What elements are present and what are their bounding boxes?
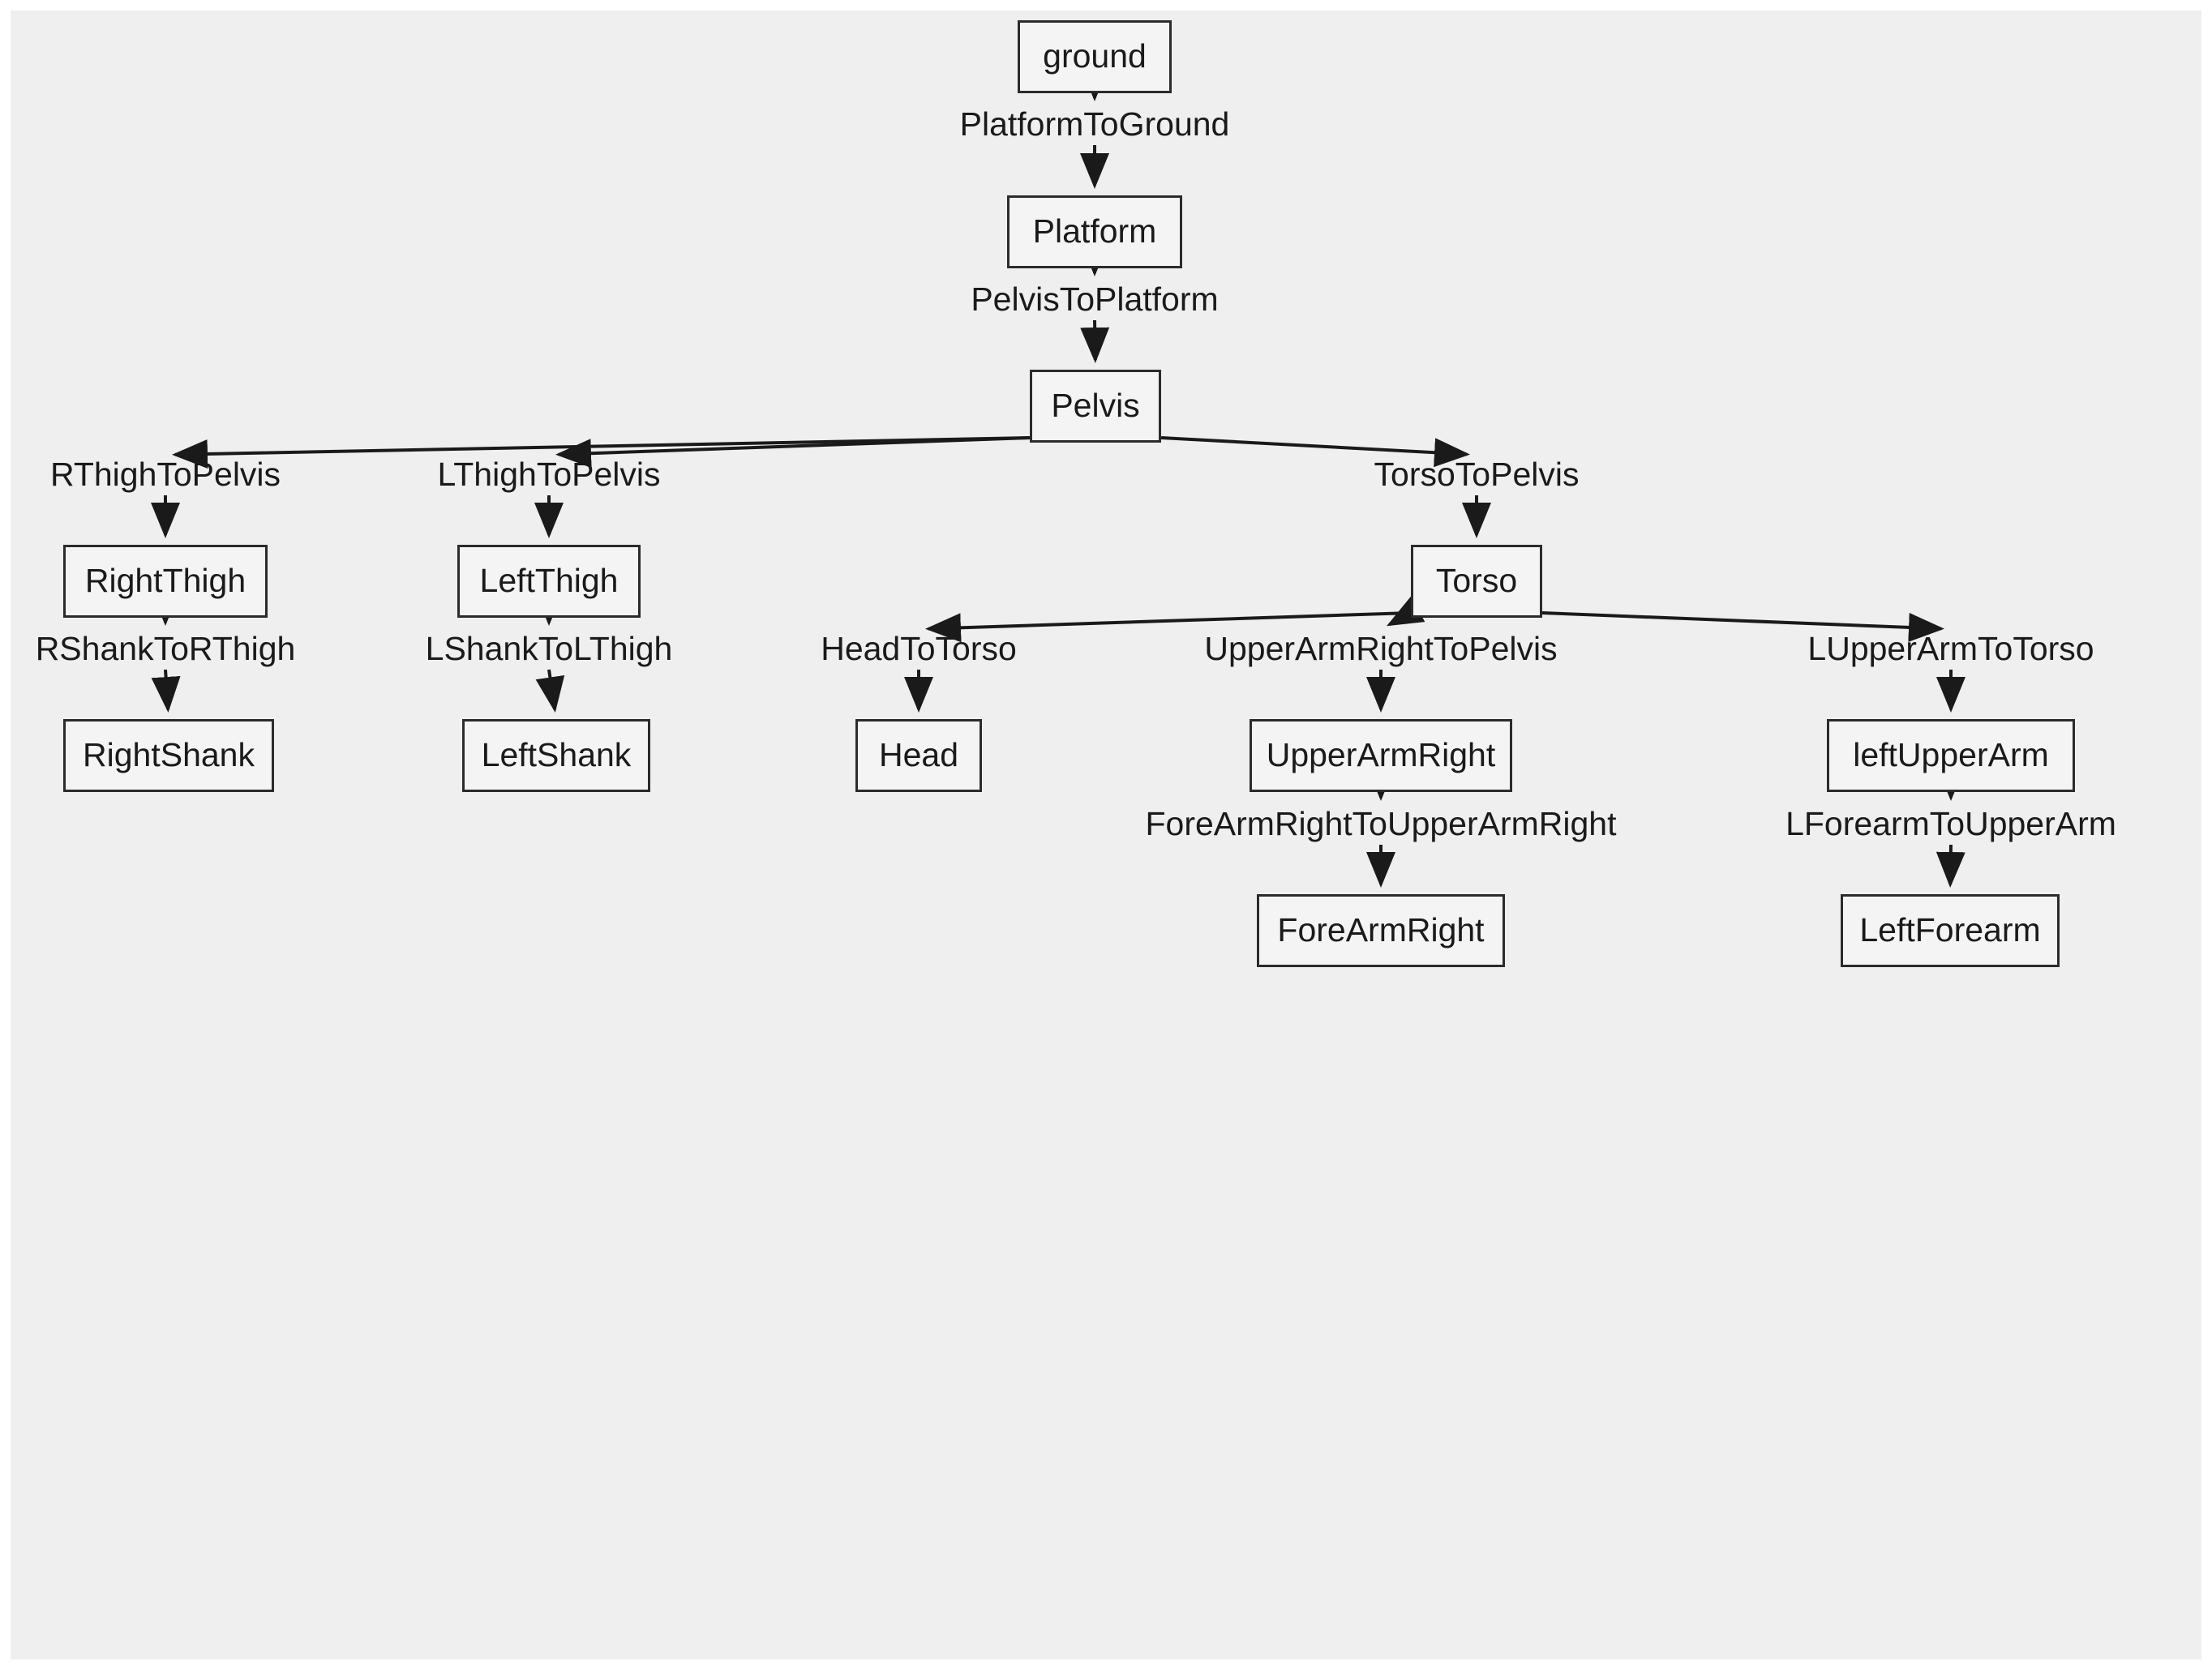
node-label: Torso <box>1435 561 1518 599</box>
node-label: Pelvis <box>1051 386 1140 424</box>
node-label: RightShank <box>83 735 255 773</box>
edge-label-LUpperArmToTorso: LUpperArmToTorso <box>1807 630 2094 667</box>
node-Platform[interactable]: Platform <box>1007 195 1182 268</box>
edge-label-PelvisToPlatform: PelvisToPlatform <box>971 280 1219 318</box>
edge-label-LForearmToUpperArm: LForearmToUpperArm <box>1785 805 2116 842</box>
edge-label-LThighToPelvis: LThighToPelvis <box>437 456 661 493</box>
edge-label-ForeArmRightToUpperArmRight: ForeArmRightToUpperArmRight <box>1145 805 1617 842</box>
edge-label-UpperArmRightToPelvis: UpperArmRightToPelvis <box>1204 630 1558 667</box>
node-label: ground <box>1043 36 1147 75</box>
node-RightShank[interactable]: RightShank <box>63 719 274 792</box>
node-label: RightThigh <box>84 561 246 599</box>
node-LeftThigh[interactable]: LeftThigh <box>457 545 641 618</box>
node-label: Platform <box>1032 212 1157 250</box>
diagram-canvas <box>11 11 2201 1659</box>
edge-label-RShankToRThigh: RShankToRThigh <box>35 630 296 667</box>
node-label: ForeArmRight <box>1277 910 1485 948</box>
node-Head[interactable]: Head <box>855 719 982 792</box>
edge-label-RThighToPelvis: RThighToPelvis <box>49 456 281 493</box>
node-LeftForearm[interactable]: LeftForearm <box>1841 894 2060 967</box>
node-Torso[interactable]: Torso <box>1411 545 1542 618</box>
node-ForeArmRight[interactable]: ForeArmRight <box>1257 894 1505 967</box>
node-label: LeftForearm <box>1859 910 2041 948</box>
node-label: UpperArmRight <box>1266 735 1496 773</box>
edge-label-LShankToLThigh: LShankToLThigh <box>425 630 673 667</box>
node-Pelvis[interactable]: Pelvis <box>1030 370 1161 443</box>
node-leftUpperArm[interactable]: leftUpperArm <box>1827 719 2075 792</box>
node-RightThigh[interactable]: RightThigh <box>63 545 268 618</box>
edge-label-HeadToTorso: HeadToTorso <box>821 630 1017 667</box>
node-label: LeftThigh <box>479 561 619 599</box>
node-LeftShank[interactable]: LeftShank <box>462 719 650 792</box>
node-ground[interactable]: ground <box>1018 20 1172 93</box>
node-label: Head <box>878 735 958 773</box>
edge-label-TorsoToPelvis: TorsoToPelvis <box>1374 456 1580 493</box>
edge-label-PlatformToGround: PlatformToGround <box>959 105 1230 143</box>
node-label: leftUpperArm <box>1853 735 2049 773</box>
node-label: LeftShank <box>481 735 632 773</box>
node-UpperArmRight[interactable]: UpperArmRight <box>1250 719 1512 792</box>
